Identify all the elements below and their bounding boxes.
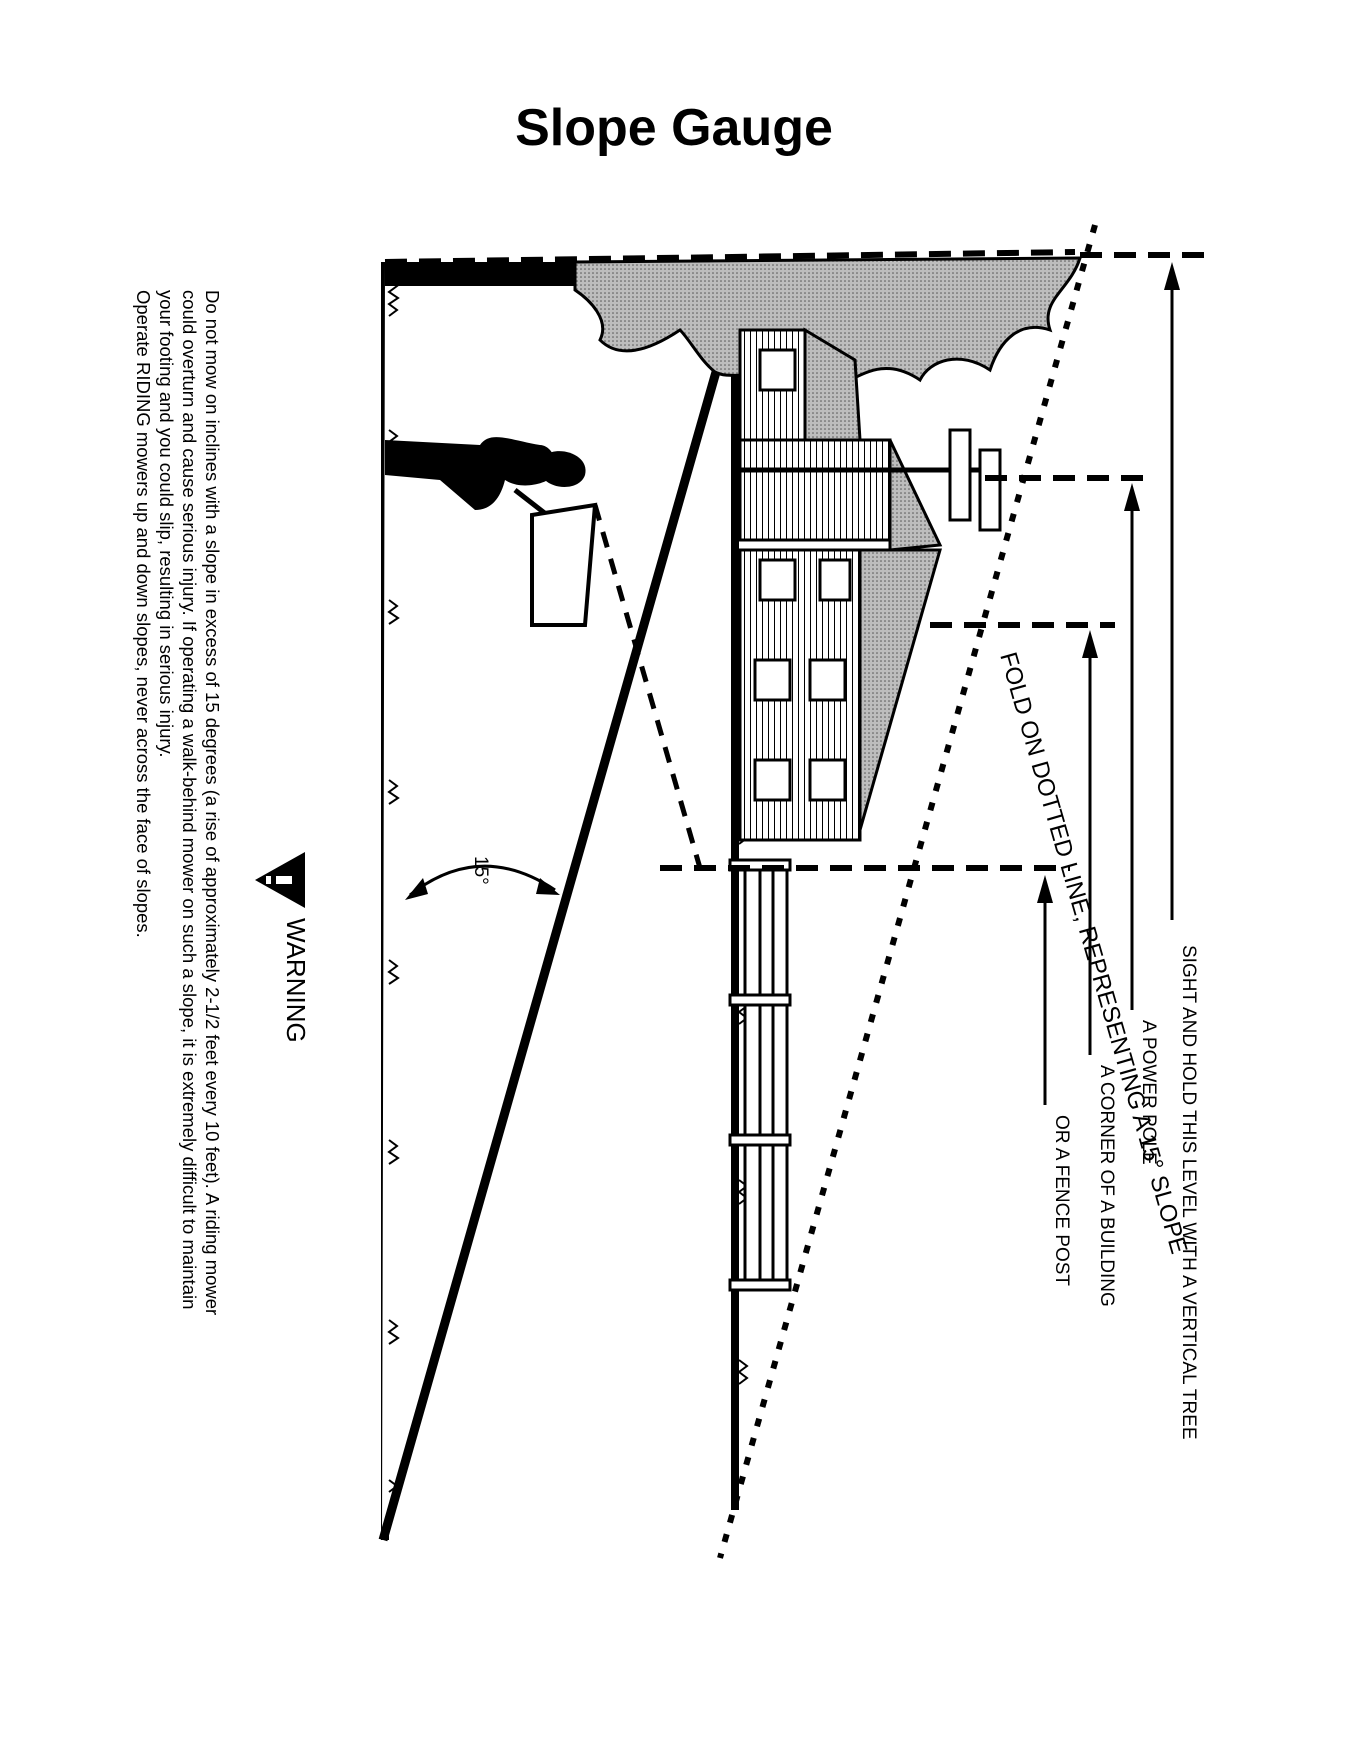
- person-silhouette: [385, 437, 557, 510]
- sight-lines: [592, 252, 1210, 871]
- label-building-corner: A CORNER OF A BUILDING: [1096, 1065, 1117, 1307]
- label-angle: 15°: [470, 856, 491, 885]
- indicator-arrows: [1037, 262, 1180, 1105]
- slope-line-15deg: [378, 370, 721, 1542]
- arrow-head-pole-icon: [1124, 483, 1140, 511]
- angle-arc: [409, 864, 556, 897]
- page-title: Slope Gauge: [515, 99, 833, 157]
- window: [808, 658, 847, 702]
- warning-line-2: could overturn and cause serious injury.…: [179, 290, 200, 1309]
- label-fence-post: OR A FENCE POST: [1051, 1115, 1072, 1286]
- ground-wedge-fill: [382, 262, 760, 1540]
- power-pole-illustration: [740, 428, 1002, 532]
- top-edge-line: [384, 249, 1076, 265]
- fence-rail: [743, 863, 789, 1287]
- window: [808, 758, 847, 802]
- sighting-board: [530, 502, 598, 627]
- arrow-head-tree-icon: [1164, 262, 1180, 290]
- angle-arrow-left-icon: [405, 878, 428, 900]
- fence-post: [728, 1133, 792, 1147]
- house-wall-middle: [738, 438, 892, 542]
- person-illustration: [385, 437, 598, 627]
- angle-arrow-right-icon: [536, 878, 560, 895]
- warning-icon: [255, 852, 305, 908]
- warning-line-3: your footing and you could slip, resulti…: [156, 290, 177, 758]
- house-illustration: [738, 327, 943, 842]
- house-roof-right: [858, 548, 942, 831]
- warning-heading: WARNING: [281, 918, 311, 1043]
- window: [753, 758, 792, 802]
- window: [753, 658, 792, 702]
- label-sight-tree: SIGHT AND HOLD THIS LEVEL WITH A VERTICA…: [1178, 945, 1199, 1440]
- tree-trunk: [385, 262, 575, 286]
- fence-post: [728, 1278, 792, 1292]
- arrow-head-building-icon: [1082, 630, 1098, 658]
- window: [758, 558, 797, 602]
- window: [818, 558, 852, 602]
- pole-crossbar: [948, 428, 972, 522]
- fence-post: [728, 993, 792, 1007]
- window: [758, 348, 797, 392]
- label-power-pole: A POWER POLE: [1138, 1020, 1159, 1165]
- label-fold-line: FOLD ON DOTTED LINE, REPRESENTING A 15° …: [994, 649, 1192, 1257]
- warning-line-1: Do not mow on inclines with a slope in e…: [202, 290, 223, 1315]
- tree-illustration: [385, 256, 1083, 383]
- house-roof-middle: [888, 439, 943, 552]
- sight-line-diagonal: [592, 504, 703, 869]
- person-head: [545, 451, 586, 487]
- pole-crossbar: [978, 448, 1002, 532]
- arrow-head-fence-icon: [1037, 875, 1053, 903]
- warning-line-4: Operate RIDING mowers up and down slopes…: [133, 290, 154, 938]
